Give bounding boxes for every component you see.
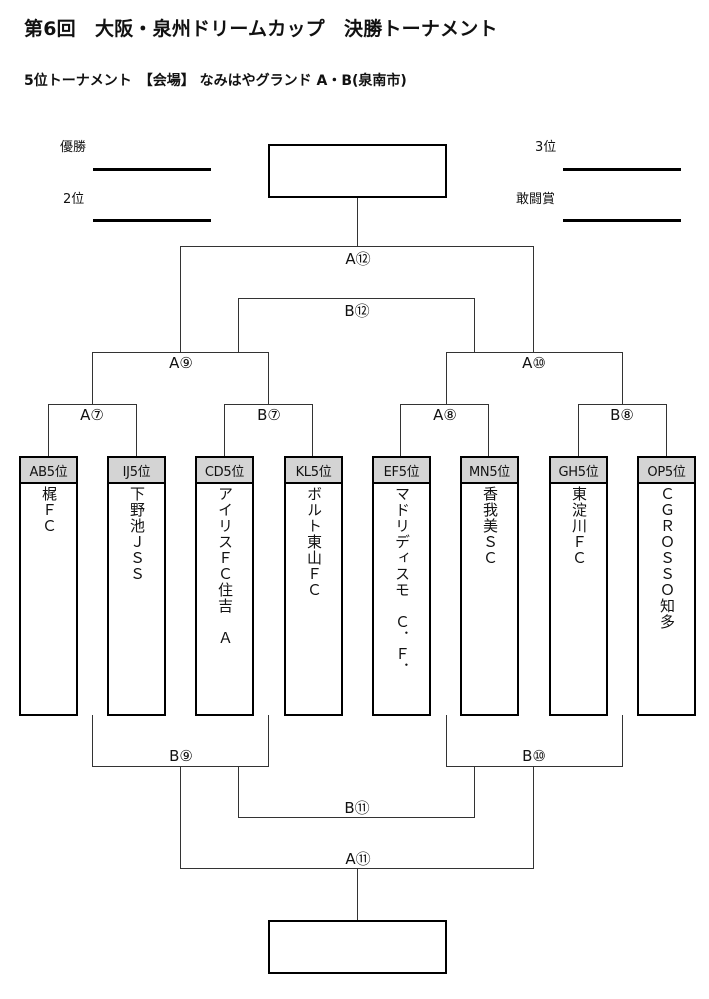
bracket-line bbox=[400, 404, 489, 406]
bracket-line bbox=[474, 766, 476, 817]
match-label-a12: A⑫ bbox=[344, 250, 372, 268]
third-place-line bbox=[563, 168, 681, 171]
bracket-line bbox=[312, 404, 314, 456]
match-label-a10: A⑩ bbox=[521, 354, 547, 372]
second-place-line bbox=[93, 219, 211, 222]
bracket-line bbox=[224, 404, 313, 406]
team-card: IJ5位 下野池ＪＳＳ bbox=[107, 456, 166, 716]
second-place-label: 2位 bbox=[63, 192, 85, 207]
bracket-line bbox=[180, 246, 182, 352]
team-name: 東淀川ＦＣ bbox=[570, 486, 588, 566]
match-label-b12: B⑫ bbox=[343, 302, 371, 320]
match-label-a11: A⑪ bbox=[344, 850, 372, 868]
bracket-line bbox=[622, 352, 624, 404]
match-label-b9: B⑨ bbox=[168, 747, 194, 765]
team-card: CD5位 アイリスＦＣ住吉 Ａ bbox=[195, 456, 254, 716]
bracket-line bbox=[136, 404, 138, 456]
first-place-line bbox=[93, 168, 211, 171]
team-card: AB5位 梶ＦＣ bbox=[19, 456, 78, 716]
bracket-line bbox=[48, 404, 137, 406]
match-label-a7: A⑦ bbox=[79, 406, 105, 424]
bracket-line bbox=[578, 404, 580, 456]
bracket-line bbox=[92, 352, 94, 404]
team-name: 下野池ＪＳＳ bbox=[128, 486, 146, 582]
bracket-line bbox=[92, 715, 94, 766]
team-name: 梶ＦＣ bbox=[40, 486, 58, 534]
match-label-b11: B⑪ bbox=[343, 799, 371, 817]
team-card: MN5位 香我美ＳＣ bbox=[460, 456, 519, 716]
bracket-line bbox=[446, 715, 448, 766]
bracket-line bbox=[238, 298, 475, 300]
bracket-line bbox=[180, 766, 182, 868]
fighting-spirit-label: 敢闘賞 bbox=[516, 192, 556, 207]
bracket-line bbox=[268, 715, 270, 766]
bracket-line bbox=[474, 298, 476, 352]
team-card: GH5位 東淀川ＦＣ bbox=[549, 456, 608, 716]
team-name: ＣＧＲＯＳＳＯ知多 bbox=[658, 486, 676, 630]
match-label-b10: B⑩ bbox=[521, 747, 547, 765]
bracket-line bbox=[224, 404, 226, 456]
team-card: EF5位 マドリディスモ Ｃ．Ｆ． bbox=[372, 456, 431, 716]
match-label-a8: A⑧ bbox=[432, 406, 458, 424]
team-slot-label: OP5位 bbox=[639, 458, 694, 484]
team-name: 香我美ＳＣ bbox=[481, 486, 499, 566]
team-slot-label: GH5位 bbox=[551, 458, 606, 484]
team-slot-label: EF5位 bbox=[374, 458, 429, 484]
page-subtitle: 5位トーナメント 【会場】 なみはやグランド A・B(泉南市) bbox=[24, 73, 407, 89]
third-place-label: 3位 bbox=[535, 140, 557, 155]
match-label-b7: B⑦ bbox=[256, 406, 282, 424]
team-slot-label: KL5位 bbox=[286, 458, 341, 484]
bracket-line bbox=[400, 404, 402, 456]
team-card: KL5位 ボルト東山ＦＣ bbox=[284, 456, 343, 716]
bracket-line bbox=[238, 298, 240, 352]
bracket-line bbox=[238, 817, 475, 819]
fighting-spirit-line bbox=[563, 219, 681, 222]
page-title: 第6回 大阪・泉州ドリームカップ 決勝トーナメント bbox=[24, 18, 498, 40]
match-label-a9: A⑨ bbox=[168, 354, 194, 372]
bracket-line bbox=[578, 404, 667, 406]
bracket-line bbox=[238, 766, 240, 817]
team-name: アイリスＦＣ住吉 Ａ bbox=[216, 486, 234, 646]
bracket-line bbox=[666, 404, 668, 456]
bracket-line bbox=[446, 766, 623, 768]
first-place-label: 優勝 bbox=[60, 140, 87, 155]
bracket-line bbox=[92, 352, 269, 354]
bracket-line bbox=[357, 868, 359, 920]
team-name: ボルト東山ＦＣ bbox=[305, 486, 323, 598]
loser-final-box bbox=[268, 920, 447, 974]
bracket-line bbox=[488, 404, 490, 456]
team-slot-label: MN5位 bbox=[462, 458, 517, 484]
bracket-line bbox=[48, 404, 50, 456]
team-slot-label: AB5位 bbox=[21, 458, 76, 484]
bracket-line bbox=[268, 352, 270, 404]
team-slot-label: IJ5位 bbox=[109, 458, 164, 484]
bracket-line bbox=[446, 352, 448, 404]
match-label-b8: B⑧ bbox=[609, 406, 635, 424]
winner-box bbox=[268, 144, 447, 198]
team-card: OP5位 ＣＧＲＯＳＳＯ知多 bbox=[637, 456, 696, 716]
bracket-line bbox=[446, 352, 623, 354]
bracket-line bbox=[533, 246, 535, 352]
bracket-line bbox=[180, 246, 534, 248]
team-slot-label: CD5位 bbox=[197, 458, 252, 484]
bracket-line bbox=[533, 766, 535, 868]
bracket-line bbox=[357, 198, 359, 246]
bracket-line bbox=[622, 715, 624, 766]
team-name: マドリディスモ Ｃ．Ｆ． bbox=[393, 486, 411, 678]
